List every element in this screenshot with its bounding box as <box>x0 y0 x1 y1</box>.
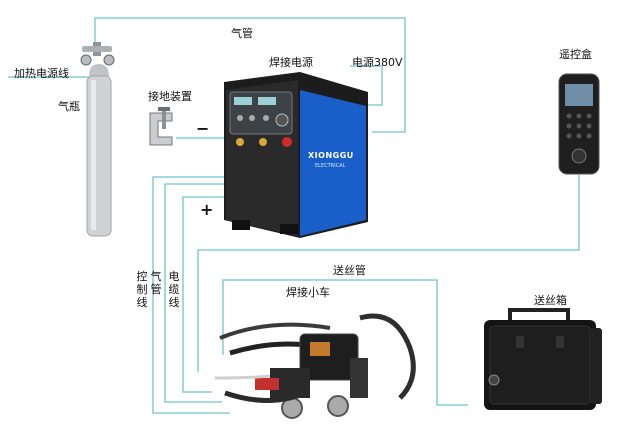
cable-line-label: 电缆线 <box>168 270 180 309</box>
remote-box-label: 遥控盒 <box>559 48 592 61</box>
brand-logo-text: XIONGGU <box>308 151 354 160</box>
remote-line <box>197 175 580 372</box>
power-380v-line <box>350 65 383 106</box>
minus-sign: − <box>196 119 210 138</box>
brand-logo-subtext: ELECTRICAL <box>315 163 346 169</box>
welding-power-label: 焊接电源 <box>269 56 313 69</box>
wire-feed-pipe-label: 送丝管 <box>333 264 366 277</box>
ground-clamp-icon <box>149 107 173 146</box>
gas-pipe-top-line <box>94 17 406 133</box>
welding-tractor-label: 焊接小车 <box>286 286 330 299</box>
gas-pipe-top-label: 气管 <box>231 27 253 40</box>
control-line-label: 控制线 <box>136 270 148 309</box>
welding-power-source-icon <box>224 72 368 238</box>
gas-cylinder-label: 气瓶 <box>58 100 80 113</box>
gas-cylinder-icon <box>80 42 115 237</box>
plus-sign: + <box>200 200 214 219</box>
wire-feeder-box-icon <box>484 308 602 410</box>
heater-power-line-label: 加热电源线 <box>14 67 69 80</box>
gas-pipe-vertical-label: 气管 <box>150 270 162 296</box>
wire-feeder-box-label: 送丝箱 <box>534 294 567 307</box>
power-380v-label: 电源380V <box>352 56 403 69</box>
ground-device-label: 接地装置 <box>148 90 192 103</box>
welding-tractor-icon <box>214 313 416 419</box>
wire-feed-pipe-line <box>222 279 468 406</box>
remote-control-icon <box>558 73 600 175</box>
